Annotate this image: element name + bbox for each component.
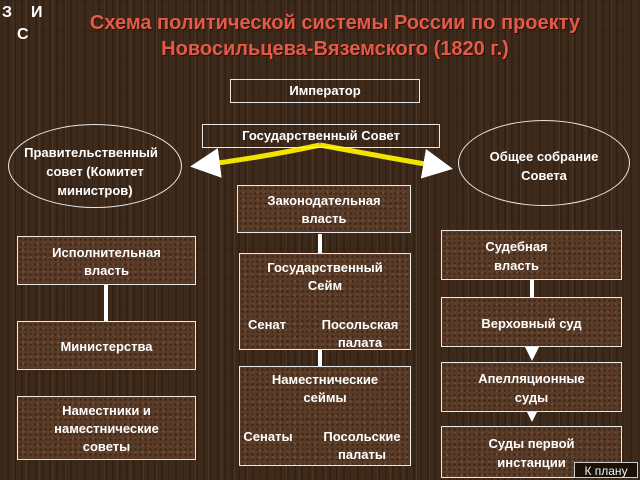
first-instance-line2: инстанции: [497, 455, 566, 470]
arrow-to-general-assembly: [319, 142, 453, 179]
legislative-line2: власть: [301, 211, 347, 226]
senate-label: Сенат: [247, 317, 287, 332]
vicegerents-line2: наместнические: [54, 421, 159, 436]
executive-line2: власть: [84, 263, 129, 278]
state-council-label: Государственный Совет: [242, 128, 400, 143]
to-plan-button[interactable]: К плану: [574, 462, 638, 478]
gov-council-line1: Правительственный: [24, 145, 158, 160]
judicial-box: Судебная власть: [441, 230, 622, 280]
vicegerent-sejms-line1: Наместнические: [271, 372, 379, 387]
executive-line1: Исполнительная: [52, 245, 161, 260]
logo-letter-i: И: [31, 4, 43, 21]
appeal-courts-line2: суды: [514, 390, 549, 405]
logo: З И С: [0, 0, 46, 46]
vicegerent-sejms-box: Наместнические сеймы: [239, 366, 411, 466]
appeal-courts-line1: Апелляционные: [478, 371, 585, 386]
general-assembly-line2: Совета: [521, 168, 567, 183]
senates-label: Сенаты: [243, 429, 293, 444]
gov-council-line2: совет (Комитет: [46, 164, 144, 179]
connector-sejm-vicegerent: [318, 350, 322, 366]
vicegerents-box: Наместники и наместнические советы: [17, 396, 196, 460]
executive-box: Исполнительная власть: [17, 236, 196, 285]
state-sejm-line2: Сейм: [307, 278, 343, 293]
logo-letter-s: С: [17, 26, 29, 43]
supreme-court-label: Верховный суд: [481, 316, 582, 331]
judicial-line1: Судебная: [485, 239, 548, 254]
appeal-courts-box: Апелляционные суды: [441, 362, 622, 412]
arrow-to-gov-council: [190, 142, 321, 178]
ministries-box: Министерства: [17, 321, 196, 370]
vicegerents-line1: Наместники и: [62, 403, 151, 418]
vicegerents-line3: советы: [82, 439, 131, 454]
ambassador-chamber-line1: Посольская: [321, 317, 399, 332]
first-instance-line1: Суды первой: [488, 436, 575, 451]
state-sejm-box: Государственный Сейм: [239, 253, 411, 350]
legislative-box: Законодательная власть: [237, 185, 411, 233]
state-sejm-line1: Государственный: [267, 260, 383, 275]
general-assembly-line1: Общее собрание: [489, 149, 599, 164]
ambassador-chamber-line2: палата: [337, 335, 383, 350]
legislative-line1: Законодательная: [267, 193, 381, 208]
judicial-line2: власть: [494, 258, 539, 273]
connector-executive-ministries: [104, 285, 108, 321]
ambassador-chambers-line2: палаты: [337, 447, 387, 462]
page-title: Схема политической системы России по про…: [89, 12, 581, 60]
ministries-label: Министерства: [60, 339, 153, 354]
ambassador-chambers-line1: Посольские: [323, 429, 401, 444]
emperor-box: Император: [230, 79, 420, 103]
emperor-label: Император: [289, 83, 361, 98]
gov-council-line3: министров): [57, 183, 133, 198]
supreme-court-box: Верховный суд: [441, 297, 622, 347]
general-assembly-ellipse: Общее собрание Совета: [458, 120, 630, 206]
logo-letter-z: З: [2, 4, 13, 21]
state-council-box: Государственный Совет: [202, 124, 440, 148]
connector-judicial-supreme: [530, 280, 534, 297]
gov-council-ellipse: Правительственный совет (Комитет министр…: [8, 124, 182, 208]
vicegerent-sejms-line2: сеймы: [303, 390, 347, 405]
connector-legislative-sejm: [318, 234, 322, 253]
